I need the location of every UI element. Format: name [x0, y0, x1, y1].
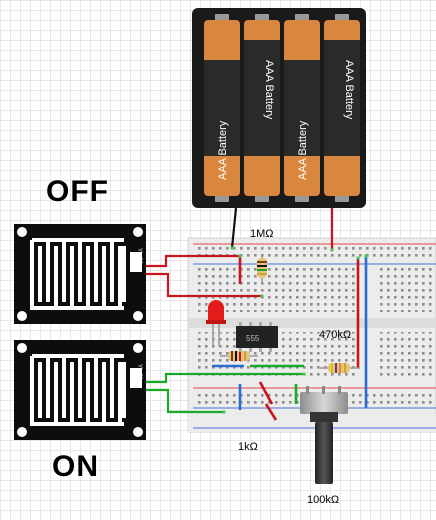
- resistor-1k-label: 1kΩ: [238, 441, 258, 453]
- battery-label-3: AAA Battery: [297, 120, 309, 180]
- battery-label-4: AAA Battery: [343, 60, 355, 120]
- potentiometer: [300, 386, 348, 484]
- ic-555-label: 555: [246, 334, 260, 343]
- off-wire-2: [146, 272, 262, 298]
- red-led: [206, 300, 226, 346]
- potentiometer-label: 100kΩ: [307, 494, 340, 506]
- rain-sensor-off: [14, 224, 146, 324]
- jumper-black: [258, 381, 274, 405]
- on-wire-1: [146, 372, 304, 384]
- off-label: OFF: [46, 175, 109, 208]
- resistor-1m-label: 1MΩ: [250, 228, 274, 240]
- resistor-470k: [320, 363, 360, 373]
- battery-pack: [192, 8, 366, 208]
- on-wire-2: [146, 388, 224, 414]
- resistor-1k: [220, 351, 258, 361]
- sensor-off-code: YL-83: [136, 248, 142, 265]
- connection-dots: [222, 246, 368, 414]
- sensor-on-code: YL-83: [136, 364, 142, 381]
- resistor-470k-label: 470kΩ: [319, 329, 352, 341]
- rain-sensor-on: [14, 340, 146, 440]
- resistor-1m: [257, 256, 267, 282]
- on-label: ON: [52, 450, 99, 483]
- off-wire-1: [146, 254, 240, 268]
- ic-555-chip: [236, 322, 278, 352]
- battery-label-2: AAA Battery: [263, 60, 275, 120]
- battery-black-lead: [230, 207, 238, 249]
- jumper-red-3: [264, 403, 278, 421]
- battery-label-1: AAA Battery: [217, 120, 229, 180]
